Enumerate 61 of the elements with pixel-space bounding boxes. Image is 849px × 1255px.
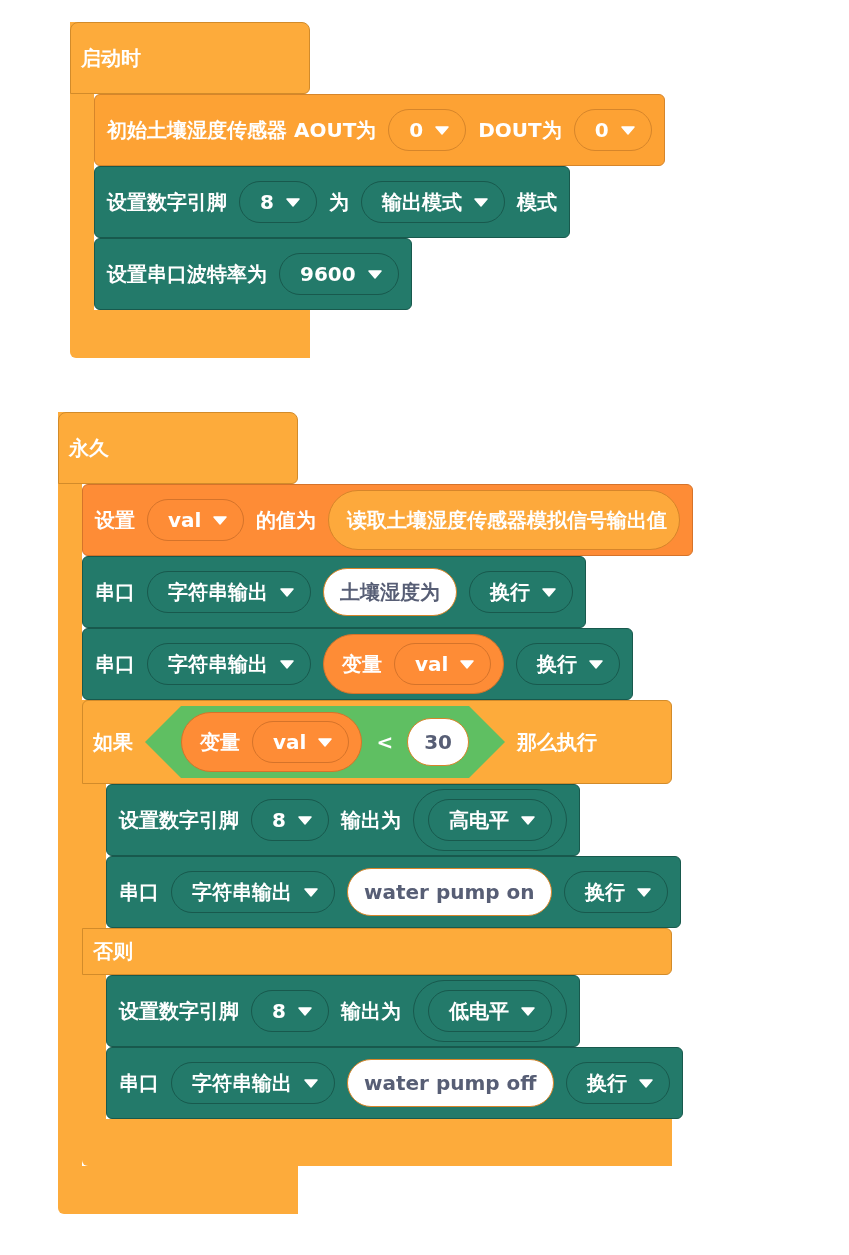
block-label: 读取土壤湿度传感器模拟信号输出值 xyxy=(347,506,668,534)
dropdown: 字符串输出 xyxy=(171,1062,335,1104)
dropdown: val xyxy=(252,721,350,763)
text-input-field: 30 xyxy=(407,718,469,766)
dropdown: val xyxy=(147,499,245,541)
block-label: 启动时 xyxy=(81,44,141,72)
dropdown: 高电平 xyxy=(427,799,552,841)
block-label: 设置数字引脚 xyxy=(119,997,239,1025)
block-label: 如果 xyxy=(93,728,133,756)
dropdown: 字符串输出 xyxy=(171,871,335,913)
dropdown: 低电平 xyxy=(427,990,552,1032)
dropdown: 换行 xyxy=(565,1062,670,1104)
block-label: 设置 xyxy=(95,506,135,534)
block-label: 那么执行 xyxy=(517,728,597,756)
dropdown: val xyxy=(394,643,492,685)
command-block xyxy=(106,784,580,856)
dropdown: 9600 xyxy=(279,253,399,295)
dropdown: 8 xyxy=(239,181,317,223)
command-block xyxy=(82,484,694,556)
command-block xyxy=(106,856,681,928)
block-label: 初始土壤湿度传感器 AOUT为 xyxy=(107,116,377,144)
block-label: 变量 xyxy=(200,728,240,756)
block-label: 串口 xyxy=(95,578,135,606)
command-block xyxy=(94,94,665,166)
command-block xyxy=(106,975,580,1047)
dropdown: 换行 xyxy=(469,571,573,613)
dropdown: 输出模式 xyxy=(360,181,505,223)
reporter-block xyxy=(181,712,363,772)
text-input-field: water pump on xyxy=(347,868,552,916)
dropdown: 换行 xyxy=(563,871,668,913)
block-label: 串口 xyxy=(119,1069,159,1097)
block-label: 否则 xyxy=(93,938,133,965)
block-label: 输出为 xyxy=(340,997,401,1025)
dropdown: 字符串输出 xyxy=(147,643,311,685)
block-label: DOUT为 xyxy=(478,116,562,144)
block-label: 为 xyxy=(328,188,349,216)
block-label: 的值为 xyxy=(256,506,317,534)
text-input-field: 土壤湿度为 xyxy=(323,568,457,616)
dropdown: 换行 xyxy=(516,643,621,685)
command-block xyxy=(82,628,634,700)
block-label: 串口 xyxy=(95,650,135,678)
dropdown: 0 xyxy=(388,109,467,151)
command-block xyxy=(94,166,570,238)
block-label: 变量 xyxy=(342,650,382,678)
text-input-field: water pump off xyxy=(347,1059,554,1107)
block-label: 设置串口波特率为 xyxy=(107,260,267,288)
command-block xyxy=(106,1047,683,1119)
reporter-block xyxy=(323,634,505,694)
block-label: 串口 xyxy=(119,878,159,906)
dropdown: 8 xyxy=(251,990,329,1032)
block-label: 设置数字引脚 xyxy=(119,806,239,834)
dropdown: 0 xyxy=(573,109,652,151)
block-label: 设置数字引脚 xyxy=(107,188,227,216)
dropdown: 字符串输出 xyxy=(147,571,311,613)
block-label: 模式 xyxy=(516,188,557,216)
block-label: 永久 xyxy=(69,434,109,462)
command-block xyxy=(94,238,412,310)
block-label: 输出为 xyxy=(340,806,401,834)
operator-label: < xyxy=(376,730,394,754)
command-block xyxy=(82,556,586,628)
dropdown: 8 xyxy=(251,799,329,841)
